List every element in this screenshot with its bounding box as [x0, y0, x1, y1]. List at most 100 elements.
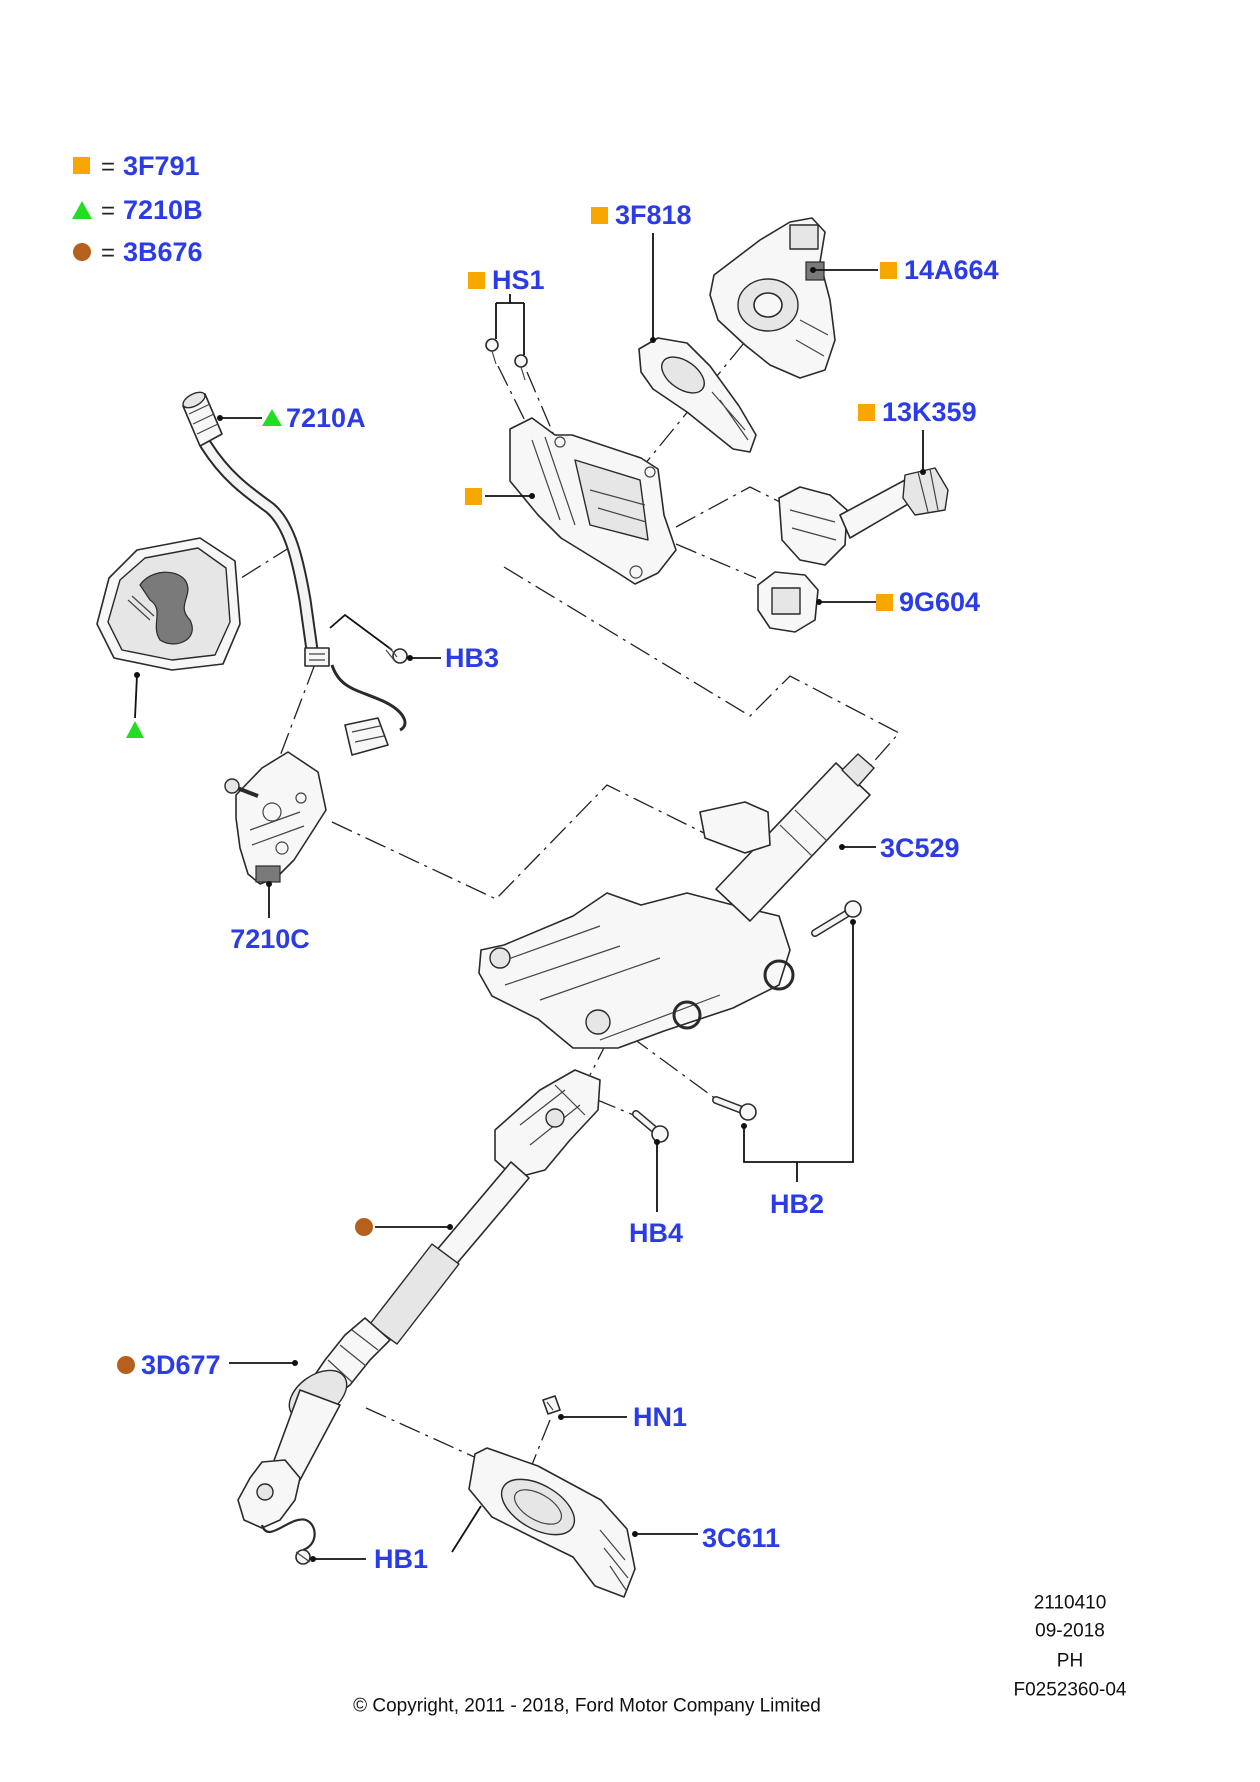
legend-separator: =: [101, 198, 115, 225]
ring-opening: [661, 356, 705, 394]
housing-face: [574, 459, 649, 541]
legend-separator: =: [101, 240, 115, 267]
housing-hole: [629, 565, 643, 579]
switch-detail: [789, 509, 837, 541]
hn1-nut: [542, 1395, 561, 1415]
assembly-line: [675, 543, 757, 579]
boot-slot: [127, 595, 155, 621]
lever-knob-ridges: [188, 403, 219, 435]
leader-bracket: [495, 294, 525, 355]
housing-hole: [554, 436, 566, 448]
lever-bracket: [304, 647, 330, 667]
u-joint-cross: [545, 1108, 565, 1128]
column-shaft-end: [841, 753, 875, 787]
legend-code: 3F791: [123, 151, 200, 181]
leader-dot: [529, 493, 535, 499]
callout-3F818: 3F818: [615, 200, 692, 230]
clockspring-14a664: [709, 217, 836, 379]
orange-square-icon: [880, 262, 897, 279]
illustration-date: 09-2018: [1035, 1621, 1105, 1642]
cable-connector: [344, 717, 389, 756]
leader-dot: [650, 337, 656, 343]
green-triangle-icon: [126, 721, 144, 738]
boot-ribs: [599, 1529, 629, 1591]
brown-circle-icon: [355, 1218, 373, 1236]
leader-line: [451, 1505, 482, 1553]
mechanism-hole: [262, 802, 282, 822]
leader-bracket: [743, 922, 854, 1182]
green-triangle-icon: [262, 409, 282, 426]
clockspring-connector: [789, 224, 819, 250]
orange-square-icon: [465, 488, 482, 505]
bolt-thread-fill: [633, 1111, 658, 1133]
hb4-bolt: [632, 1110, 669, 1143]
ring-plate: [638, 337, 757, 453]
assembly-line: [503, 566, 901, 776]
mechanism-connector: [255, 865, 281, 883]
orange-square-icon: [858, 404, 875, 421]
column-tube: [715, 762, 871, 922]
legend-code: 7210B: [123, 195, 203, 225]
screw-head: [485, 338, 499, 352]
orange-square-icon: [876, 594, 893, 611]
leader-line: [134, 674, 138, 719]
hb2-bolts: [712, 900, 862, 1121]
bolt-thread: [295, 1551, 311, 1563]
bolt-head: [844, 900, 862, 918]
ring-tab: [711, 391, 749, 441]
hb1-bolt: [295, 1549, 311, 1565]
callout-3C529: 3C529: [880, 833, 960, 863]
lever-knob-top: [182, 391, 206, 409]
assembly-line: [629, 1035, 717, 1100]
mechanism-hole: [295, 792, 307, 804]
bolt-head: [392, 648, 408, 664]
legend-code: 3B676: [123, 237, 203, 267]
mechanism-body: [235, 751, 327, 885]
switch-tip: [902, 467, 949, 516]
screw-head: [514, 354, 528, 368]
mechanism-ribs: [249, 811, 305, 846]
legend-separator: =: [101, 154, 115, 181]
shift-mechanism: [224, 751, 327, 885]
boot-opening-inner: [513, 1489, 563, 1525]
column-ring: [672, 1000, 702, 1030]
column-tube-band: [779, 809, 828, 857]
bolt-head: [651, 1125, 669, 1143]
footer: 2110410 09-2018 PH F0252360-04 © Copyrig…: [353, 1593, 1127, 1717]
housing-ribs: [531, 436, 647, 526]
brown-circle-icon: [73, 243, 91, 261]
housing-hole: [644, 466, 656, 478]
lever-bracket-detail: [309, 653, 325, 661]
assembly-line: [279, 663, 316, 757]
switch-9g604: [757, 571, 819, 633]
bolt-head: [739, 1103, 757, 1121]
callout-3C611: 3C611: [702, 1523, 780, 1553]
callout-HB4: HB4: [629, 1218, 683, 1248]
nut-detail: [546, 1401, 554, 1411]
assembly-line: [594, 1098, 637, 1117]
gear-shift-lever: [182, 391, 393, 667]
brown-circle-icon: [117, 1356, 135, 1374]
figure-id: F0252360-04: [1013, 1680, 1126, 1701]
assembly-line: [365, 1407, 482, 1461]
hb3-bolt: [385, 646, 408, 664]
illustration-number: 2110410: [1034, 1593, 1107, 1614]
shift-boot: [96, 537, 241, 671]
assembly-line: [526, 371, 562, 453]
switch-body: [778, 486, 848, 566]
bellows-ribs: [327, 1329, 379, 1383]
nut-body: [542, 1395, 561, 1415]
hs1-screws: [485, 338, 528, 381]
leader-dot: [292, 1360, 298, 1366]
callout-HN1: HN1: [633, 1402, 687, 1432]
boot-gate: [139, 571, 193, 645]
mechanism-hole: [275, 841, 289, 855]
orange-square-icon: [73, 157, 90, 174]
leader-dot: [447, 1224, 453, 1230]
bolt-thread-fill: [812, 910, 851, 936]
shaft-sleeve: [369, 1243, 460, 1345]
callout-3D677: 3D677: [141, 1350, 221, 1380]
screw-thread: [520, 366, 526, 381]
selector-cable: [330, 664, 407, 756]
clockspring-center: [753, 292, 783, 318]
